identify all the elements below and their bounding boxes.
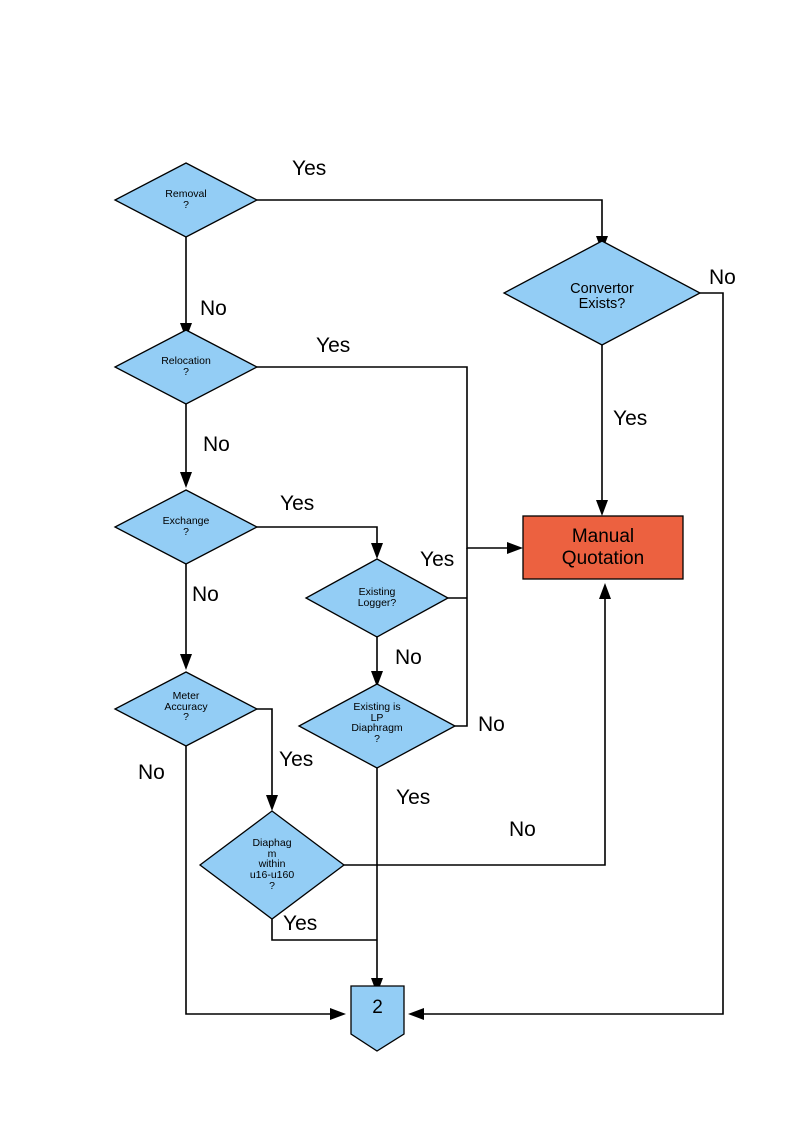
edge-convertor-no	[419, 292, 724, 1015]
node-diaphragm-within-range[interactable]	[198, 810, 346, 920]
edge-relocation-yes	[257, 366, 512, 549]
edge-diaphragm-yes	[271, 904, 377, 941]
arrowhead-relocation-yes	[507, 542, 523, 554]
edge-exchange-yes	[257, 526, 378, 548]
edge-return-no-to-manual	[377, 594, 606, 866]
edge-meter-acc-yes	[257, 708, 273, 800]
node-convertor-exists[interactable]	[502, 240, 702, 346]
edge-meter-acc-no	[185, 746, 335, 1015]
arrowhead-logger-no	[371, 671, 383, 687]
arrowhead-relocation-no	[180, 472, 192, 488]
edge-lp-no	[455, 548, 468, 727]
arrowhead-convertor-yes	[596, 500, 608, 516]
node-existing-is-lp-diaphragm[interactable]	[297, 683, 457, 769]
arrowhead-convertor-no	[408, 1008, 424, 1020]
node-connector-2[interactable]	[350, 985, 405, 1052]
node-exchange[interactable]	[113, 489, 259, 565]
node-meter-accuracy[interactable]	[113, 671, 259, 747]
node-relocation[interactable]	[113, 329, 259, 405]
arrowhead-exchange-yes	[371, 543, 383, 559]
edge-removal-yes	[257, 199, 603, 241]
node-manual-quotation[interactable]	[522, 515, 684, 580]
arrowhead-meter-acc-no	[330, 1008, 346, 1020]
node-removal[interactable]	[113, 162, 259, 238]
arrowhead-return-no-to-manual	[599, 583, 611, 599]
arrowhead-meter-acc-yes	[266, 795, 278, 811]
arrowhead-exchange-no	[180, 654, 192, 670]
node-existing-logger[interactable]	[304, 558, 450, 638]
